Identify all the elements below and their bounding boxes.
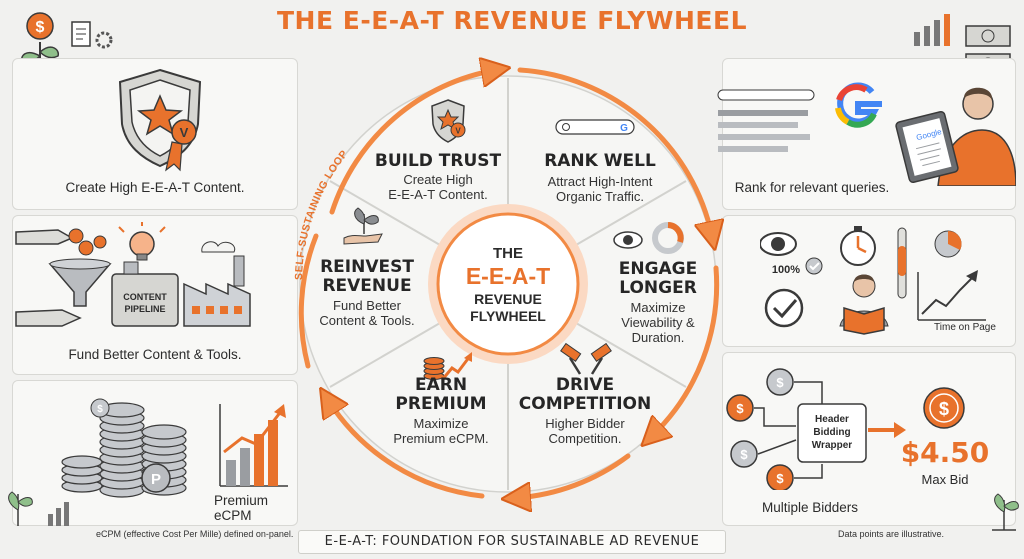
segment-drive-sub1: Higher Bidder xyxy=(545,416,625,431)
segment-shield-icon: V xyxy=(431,99,466,143)
hub-line-3: REVENUE xyxy=(474,291,542,307)
segment-rank-well-sub2: Organic Traffic. xyxy=(556,189,644,204)
search-ranking-illustration: Google xyxy=(717,82,1016,186)
segment-gavel-icon xyxy=(560,342,612,375)
footer-right-note: Data points are illustrative. xyxy=(838,529,945,539)
segment-earn-title-2: PREMIUM xyxy=(395,394,487,414)
svg-text:$: $ xyxy=(740,447,748,462)
segment-drive-title-1: DRIVE xyxy=(555,375,615,395)
hub-circle xyxy=(436,212,580,356)
segment-searchbar-icon: G xyxy=(555,119,635,135)
segment-earn-sub2: Premium eCPM. xyxy=(393,431,489,446)
caption-reinvest: Fund Better Content & Tools. xyxy=(68,347,242,362)
segment-reinvest-title-1: REINVEST xyxy=(320,257,414,277)
segment-sprout-hand-icon xyxy=(343,207,383,245)
wrapper-label-2: Bidding xyxy=(813,427,850,438)
footer-banner: E-E-A-T: FOUNDATION FOR SUSTAINABLE AD R… xyxy=(298,530,726,554)
segment-engage-title-1: ENGAGE xyxy=(618,259,698,279)
svg-text:$: $ xyxy=(736,401,744,416)
flywheel-ring-arrows xyxy=(298,70,716,498)
segment-earn-title-1: EARN xyxy=(414,375,468,395)
svg-text:$: $ xyxy=(97,404,103,415)
segment-drive-title-2: COMPETITION xyxy=(518,394,652,414)
hub-line-2: E-E-A-T xyxy=(466,263,550,289)
plant-bars-icon xyxy=(8,491,69,526)
segment-build-trust-sub2: E-E-A-T Content. xyxy=(388,187,488,202)
segment-earn-sub1: Maximize xyxy=(413,416,469,431)
segment-reinvest-sub2: Content & Tools. xyxy=(319,313,415,328)
svg-text:V: V xyxy=(180,125,189,140)
caption-rank-well: Rank for relevant queries. xyxy=(734,180,890,195)
wrapper-label-3: Wrapper xyxy=(812,440,852,451)
percent-label: 100% xyxy=(772,264,800,276)
max-bid-label: Max Bid xyxy=(921,472,969,487)
segment-rank-well-title: RANK WELL xyxy=(544,151,656,171)
segment-rank-well-sub1: Attract High-Intent xyxy=(547,174,653,189)
svg-text:G: G xyxy=(620,123,628,134)
svg-text:$: $ xyxy=(776,375,784,390)
pipeline-label-1: CONTENT xyxy=(123,292,167,302)
svg-text:P: P xyxy=(151,471,161,488)
caption-multiple-bidders: Multiple Bidders xyxy=(761,500,859,515)
trust-shield-icon: V xyxy=(118,68,202,172)
segment-eye-icon xyxy=(613,222,684,254)
segment-coins-growth-icon xyxy=(423,352,472,381)
hub-line-4: FLYWHEEL xyxy=(470,308,546,324)
svg-text:V: V xyxy=(455,127,461,136)
wrapper-label-1: Header xyxy=(815,414,849,425)
hub-line-1: THE xyxy=(493,245,523,262)
segment-drive-sub2: Competition. xyxy=(548,431,622,446)
segment-engage-sub1: Maximize xyxy=(630,300,686,315)
google-logo-icon xyxy=(835,82,882,128)
segment-build-trust-sub1: Create High xyxy=(403,172,473,187)
sprout-icon xyxy=(992,493,1019,531)
flywheel-diagram: THE E-E-A-T REVENUE FLYWHEEL SELF-SUSTAI… xyxy=(293,36,748,530)
segment-engage-sub2: Viewability & xyxy=(621,315,695,330)
caption-premium-ecpm: Premium eCPM xyxy=(214,493,269,523)
svg-text:$: $ xyxy=(36,19,45,36)
segment-reinvest-title-2: REVENUE xyxy=(322,276,412,296)
segment-engage-title-2: LONGER xyxy=(619,278,697,298)
pipeline-label-2: PIPELINE xyxy=(124,304,165,314)
segment-engage-sub3: Duration. xyxy=(631,330,685,345)
caption-build-trust: Create High E-E-A-T Content. xyxy=(65,180,245,195)
footer-left-note: eCPM (effective Cost Per Mille) defined … xyxy=(96,529,294,539)
svg-text:$: $ xyxy=(939,399,949,419)
header-bidding-illustration: $ $ $ $ Header Bidding Wrapper $ xyxy=(726,368,965,490)
flywheel-spokes xyxy=(329,78,687,490)
segment-reinvest-sub1: Fund Better xyxy=(333,298,401,313)
content-pipeline-illustration: CONTENT PIPELINE xyxy=(15,222,251,327)
coin-stacks-illustration: P $ xyxy=(61,398,288,498)
segment-build-trust-title: BUILD TRUST xyxy=(374,151,502,171)
svg-text:$: $ xyxy=(776,471,784,486)
time-on-page-label: Time on Page xyxy=(934,322,996,333)
page-title: THE E-E-A-T REVENUE FLYWHEEL xyxy=(276,6,748,35)
engagement-metrics-illustration: 100% xyxy=(760,226,986,335)
max-bid-value: $4.50 xyxy=(900,436,990,469)
